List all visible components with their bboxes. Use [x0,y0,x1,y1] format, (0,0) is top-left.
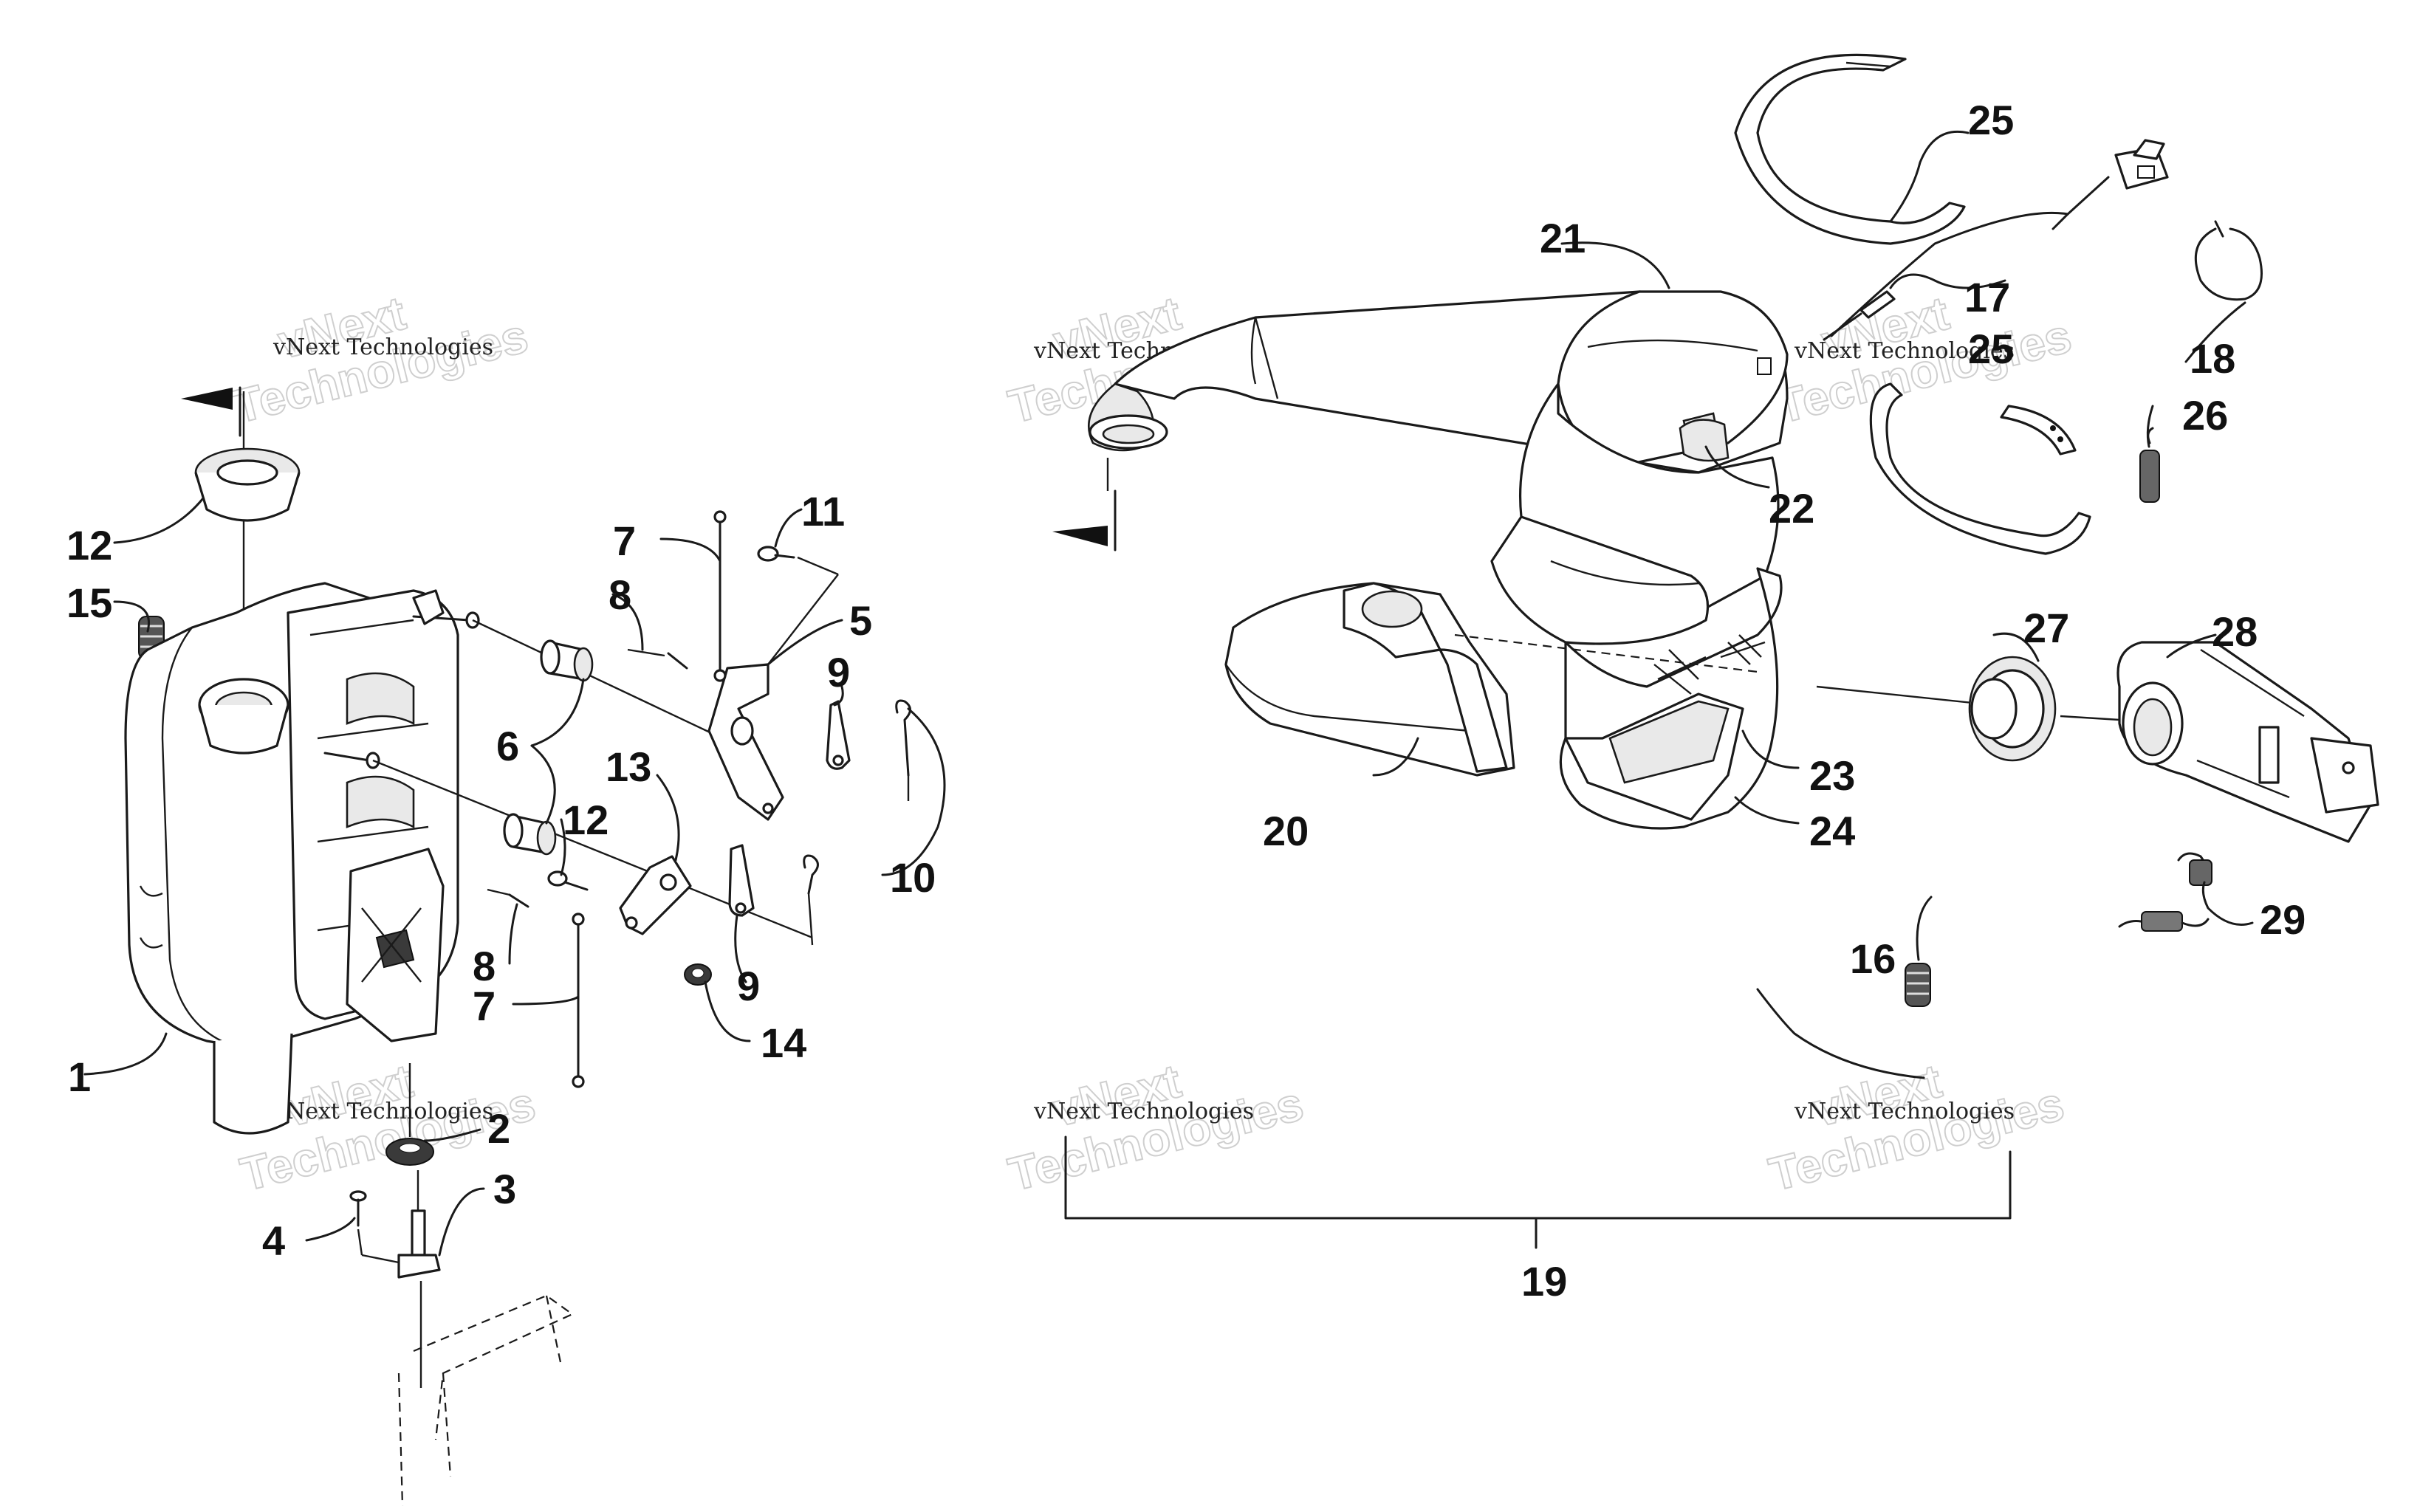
flange-pipe-part-28 [2116,641,2379,843]
callout-label: 26 [2182,392,2228,439]
head-pipe-part-20 [1224,582,1515,777]
direction-flag-icon [1052,489,1117,551]
bolt-part-12 [547,870,589,891]
heat-shield-part-23-24 [1559,567,1783,830]
r-clip-part-10 [803,699,911,946]
callout-labels: 12 15 1 2 3 4 5 6 7 7 8 8 9 9 10 11 12 1… [66,97,2306,1305]
pin-part-8 [487,648,688,908]
frame-outline [397,1294,575,1507]
muffler-assembly [124,386,911,1507]
callout-label: 2 [487,1105,510,1152]
rod-part-7 [572,510,727,1088]
clip-part-9 [728,700,851,917]
screw-part-11 [757,546,839,665]
callout-label: 12 [66,522,112,568]
spring-part-29 [2118,852,2212,932]
mount-line [472,619,747,751]
grommet-part-2 [385,1063,434,1166]
watermark-small: vNext Technologies [272,1099,493,1124]
decal-part-22 [1679,419,1730,462]
callout-label: 4 [262,1217,285,1264]
callout-label: 8 [609,571,631,618]
watermark-small: vNext Technologies [1794,338,2015,364]
clamp-band-part-25-top [1734,53,1966,245]
leader-lines [83,130,2254,1257]
watermark-small: vNext Technologies [1033,1099,1254,1124]
callout-label: 9 [737,963,760,1009]
assembly-bracket-part-19 [1064,1135,2012,1249]
callout-label: 1 [68,1054,91,1100]
exhaust-pipe-part-21 [1087,290,1789,474]
expansion-chamber-assembly [1052,53,2379,1249]
callout-label: 3 [493,1166,516,1212]
callout-label: 22 [1769,485,1814,532]
callout-label: 11 [801,488,845,535]
callout-label: 16 [1850,935,1896,982]
axis-line [1816,685,1995,707]
watermark-group: vNext Technologies vNext Technologies vN… [227,286,2077,1202]
callout-label: 12 [563,797,609,843]
callout-label: 23 [1809,752,1855,799]
callout-label: 25 [1968,97,2014,143]
callout-label: 10 [890,854,936,901]
watermark-small: vNext Technologies [272,334,493,360]
nut-part-14 [684,963,712,986]
rubber-mount-part-6 [503,639,594,856]
callout-label: 14 [761,1020,806,1066]
spring-part-16-right [1905,963,1931,1007]
callout-label: 19 [1521,1258,1567,1305]
gasket-part-27 [1968,656,2057,762]
callout-label: 7 [473,983,496,1029]
callout-label: 9 [827,649,850,695]
bracket-part-5 [707,663,784,821]
muffler-body-part-1 [124,582,480,1135]
watermark-small: vNext Technologies [1794,1099,2015,1124]
axis-line [2060,715,2120,721]
spring-part-26 [2139,427,2160,503]
callout-label: 6 [496,723,519,769]
direction-flag-icon [181,386,241,437]
callout-label: 29 [2260,896,2306,943]
temperature-sensor-part-17 [1823,139,2169,341]
callout-label: 15 [66,580,112,626]
axis-line [1454,633,1758,673]
callout-label: 28 [2212,608,2258,655]
mount-stud-part-3 [397,1170,441,1388]
callout-label: 21 [1540,215,1586,261]
clamp-band-part-25-mid [1869,382,2091,555]
grommet-part-15 [194,447,301,522]
clip-ring-part-18 [2194,220,2263,301]
callout-label: 27 [2023,605,2069,651]
callout-label: 20 [1263,808,1309,854]
callout-label: 18 [2190,335,2235,382]
callout-label: 8 [473,943,496,989]
callout-label: 24 [1809,808,1855,854]
callout-label: 7 [613,518,636,564]
callout-label: 25 [1968,326,2014,372]
screw-part-4 [349,1190,400,1264]
callout-label: 17 [1964,274,2010,320]
bracket-part-13 [619,855,692,935]
callout-label: 13 [606,743,651,790]
callout-label: 5 [849,597,872,644]
